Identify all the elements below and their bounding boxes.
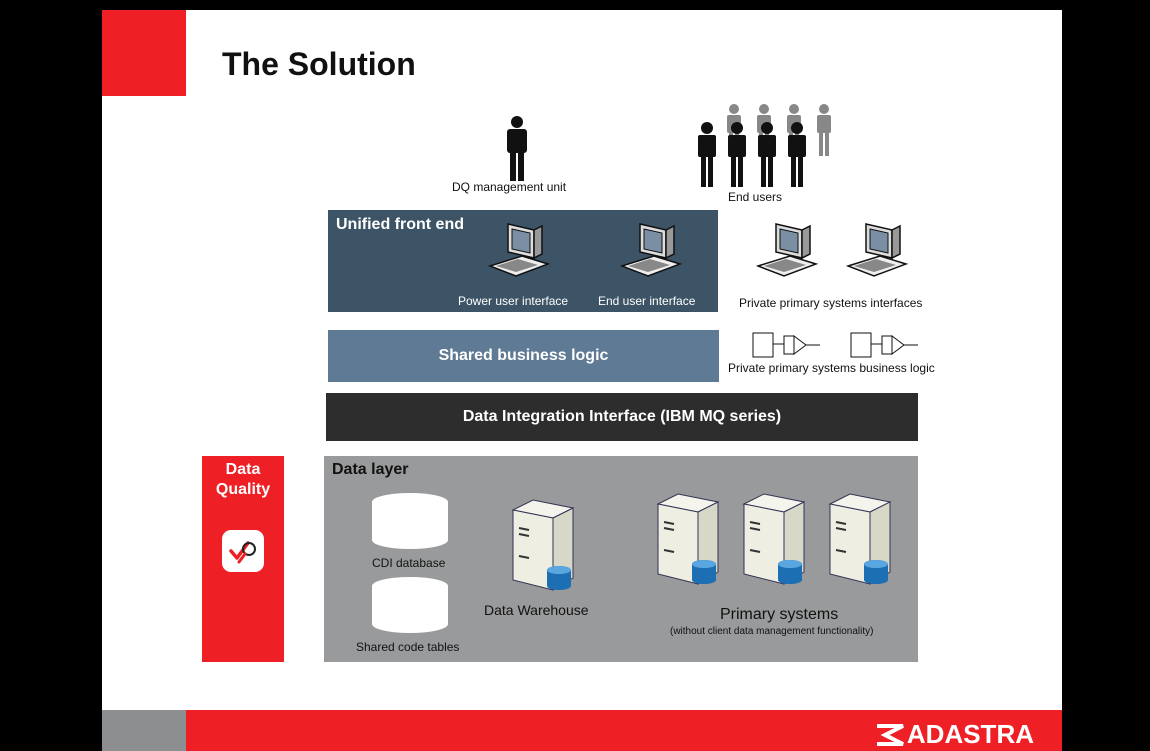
- dq-management-unit-label: DQ management unit: [452, 180, 567, 194]
- database-icon: [372, 577, 448, 633]
- logo-arrow-icon: [876, 723, 904, 746]
- data-layer-title: Data layer: [332, 461, 409, 478]
- data-warehouse-label: Data Warehouse: [484, 602, 589, 618]
- computer-icon: [846, 223, 909, 277]
- server-icon: [742, 493, 806, 585]
- quality-check-icon: [222, 530, 264, 572]
- computer-icon: [488, 223, 551, 277]
- end-user-interface-label: End user interface: [598, 294, 696, 308]
- database-icon: [372, 493, 448, 549]
- unified-front-end-box: Unified front end Power user interface E…: [328, 210, 718, 312]
- server-icon: [828, 493, 892, 585]
- cdi-database-label: CDI database: [372, 556, 446, 570]
- data-quality-title: Data Quality: [215, 461, 271, 498]
- primary-systems-note: (without client data management function…: [670, 626, 874, 637]
- computer-icon: [620, 223, 683, 277]
- slide: The Solution DQ management unit End user…: [102, 10, 1062, 751]
- private-business-logic-label: Private primary systems business logic: [728, 361, 935, 375]
- server-icon: [511, 499, 575, 591]
- red-corner-accent: [102, 10, 186, 96]
- end-users-label: End users: [728, 190, 783, 204]
- logic-flow-icon: [752, 332, 820, 358]
- data-quality-box: Data Quality: [202, 456, 284, 662]
- footer-bar: [186, 710, 1062, 751]
- computer-icon: [756, 223, 819, 277]
- logic-flow-icon: [850, 332, 918, 358]
- person-icon: [507, 116, 527, 181]
- logo-text: ADASTRA: [906, 719, 1034, 749]
- power-user-interface-label: Power user interface: [458, 294, 569, 308]
- primary-systems-label: Primary systems: [720, 606, 839, 623]
- front-end-title: Unified front end: [336, 216, 464, 233]
- company-logo: ADASTRA: [875, 719, 1034, 750]
- shared-code-tables-label: Shared code tables: [356, 640, 460, 654]
- footer-gray-block: [102, 710, 186, 751]
- server-icon: [656, 493, 720, 585]
- data-integration-interface-box: Data Integration Interface (IBM MQ serie…: [326, 393, 918, 441]
- slide-title: The Solution: [222, 46, 416, 82]
- user-group-icon: [698, 104, 831, 187]
- shared-business-logic-box: Shared business logic: [328, 330, 719, 382]
- data-layer-box: Data layer CDI database Shared code tabl…: [324, 456, 918, 662]
- private-interfaces-label: Private primary systems interfaces: [739, 296, 923, 310]
